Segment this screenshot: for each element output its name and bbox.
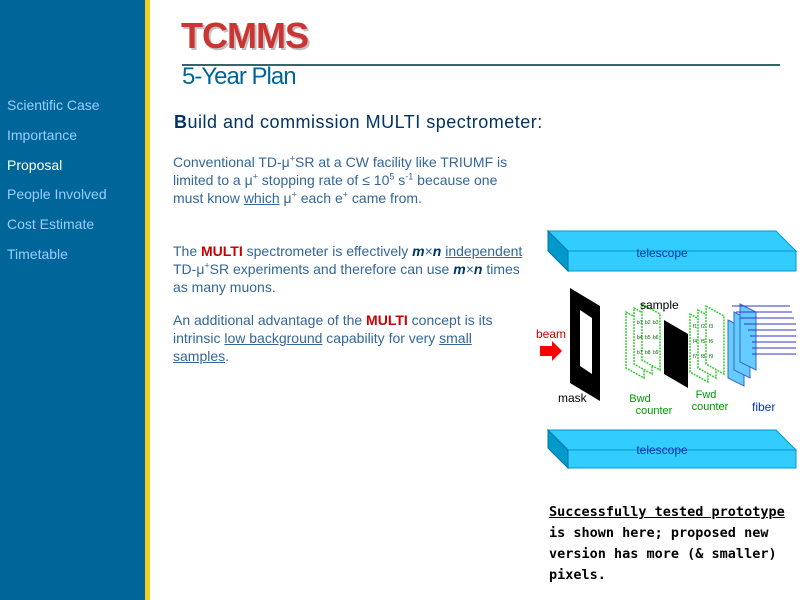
nav-item-cost-estimate[interactable]: Cost Estimate xyxy=(7,216,95,232)
caption-text: is shown here; proposed new version has … xyxy=(549,525,777,583)
bwd-cell-label: b7 xyxy=(637,350,643,356)
mask xyxy=(570,288,600,401)
para1-sup6: + xyxy=(342,189,349,200)
para3-t3: capability for very xyxy=(322,330,440,346)
bwd-cell-label: b3 xyxy=(653,320,659,326)
title-rule xyxy=(182,64,780,66)
paragraph-advantage: An additional advantage of the MULTI con… xyxy=(173,311,523,365)
fwd-cell-label: f9 xyxy=(709,354,713,360)
para2-n2: n xyxy=(473,261,483,277)
beam-arrow xyxy=(540,341,562,361)
fwd-counter-label: counter xyxy=(692,401,729,413)
fwd-cell-label: f6 xyxy=(709,339,713,345)
bwd-cell-label: b8 xyxy=(645,350,651,356)
para1-t3: stopping rate of ≤ 10 xyxy=(257,172,390,188)
bwd-cell-label: b1 xyxy=(637,320,643,326)
sample-label: sample xyxy=(640,298,679,312)
para1-t7: each e xyxy=(296,190,343,206)
fwd-cell-label: f3 xyxy=(709,324,713,330)
fiber-panel xyxy=(727,303,757,387)
bwd-label: Bwd xyxy=(629,393,650,405)
fwd-cell-label: f8 xyxy=(701,354,705,360)
bwd-cell-label: b2 xyxy=(645,320,651,326)
para2-m2: m xyxy=(453,261,466,277)
bwd-cell-label: b5 xyxy=(645,335,651,341)
nav-item-timetable[interactable]: Timetable xyxy=(7,246,68,262)
para3-t4: . xyxy=(225,348,230,364)
para2-m1: m xyxy=(412,243,425,259)
bwd-counter-label: counter xyxy=(636,405,673,417)
para1-t6: μ xyxy=(279,190,292,206)
para2-x2: × xyxy=(465,261,474,277)
nav-item-proposal[interactable]: Proposal xyxy=(7,157,63,173)
telescope-top-label: telescope xyxy=(636,246,688,260)
para1-t2: SR at a CW facility like TRIUMF is limit… xyxy=(173,154,508,188)
para3-small-samples: small samples xyxy=(173,330,472,364)
telescope-top: telescope xyxy=(546,229,798,273)
para2-x1: × xyxy=(424,243,433,259)
fibers xyxy=(732,305,796,355)
para1-t5: because one must know xyxy=(173,172,498,206)
bwd-cell-label: b6 xyxy=(653,335,659,341)
nav-item-people-involved[interactable]: People Involved xyxy=(7,186,107,202)
heading-rest: uild and commission MULTI spectrometer: xyxy=(187,112,543,132)
para2-t1: The xyxy=(173,243,202,259)
telescope-bottom-label: telescope xyxy=(636,443,688,457)
para2-t5: times as many muons. xyxy=(173,261,520,295)
fwd-label: Fwd xyxy=(696,389,717,401)
beam-label: beam xyxy=(536,327,566,341)
bwd-cell-label: b9 xyxy=(653,350,659,356)
nav-item-scientific-case[interactable]: Scientific Case xyxy=(7,97,100,113)
heading-first-letter: B xyxy=(174,112,188,132)
logo: TCMMS xyxy=(181,15,309,56)
para3-t2: concept is its intrinsic xyxy=(173,312,493,346)
para2-multi: MULTI xyxy=(201,243,243,259)
fwd-cell-label: f4 xyxy=(693,339,697,345)
fwd-cell-label: f5 xyxy=(701,339,705,345)
para1-t1: Conventional TD-μ xyxy=(173,154,290,170)
para1-which: which xyxy=(243,190,280,206)
telescope-bottom: telescope xyxy=(546,428,798,470)
para2-n1: n xyxy=(432,243,442,259)
paragraph-multi: The MULTI spectrometer is effectively m×… xyxy=(173,242,523,296)
paragraph-conventional: Conventional TD-μ+SR at a CW facility li… xyxy=(173,153,523,207)
bwd-counter xyxy=(625,302,661,380)
para1-sup2: + xyxy=(252,171,258,182)
mask-label: mask xyxy=(558,391,588,405)
spectrometer-diagram: telescope beam mask b1 b2 b3 b4 b5 b6 b7… xyxy=(536,229,798,470)
fwd-cell-label: f7 xyxy=(693,354,697,360)
nav-item-importance[interactable]: Importance xyxy=(7,127,78,143)
diagram-caption: Successfully tested prototype is shown h… xyxy=(549,502,799,586)
para2-independent: independent xyxy=(445,243,523,259)
para3-t1: An additional advantage of the xyxy=(173,312,367,328)
para1-sup4: -1 xyxy=(405,171,414,182)
para2-t2: spectrometer is effectively xyxy=(242,243,413,259)
para1-t4: s xyxy=(394,172,406,188)
page-subtitle: 5-Year Plan xyxy=(182,63,297,90)
fwd-cell-label: f1 xyxy=(693,324,697,330)
para3-multi: MULTI xyxy=(366,312,408,328)
para1-t8: came from. xyxy=(348,190,422,206)
section-heading: Build and commission MULTI spectrometer: xyxy=(174,112,543,133)
sidebar xyxy=(0,0,145,600)
para2-t4: SR experiments and therefore can use xyxy=(209,261,454,277)
para1-sup3: 5 xyxy=(389,171,395,182)
fiber-label: fiber xyxy=(752,400,775,414)
para2-sup1: + xyxy=(204,260,210,271)
para1-sup1: + xyxy=(289,153,296,164)
bwd-cell-label: b4 xyxy=(637,335,643,341)
fwd-cell-label: f2 xyxy=(701,324,705,330)
para2-t3: TD-μ xyxy=(173,261,205,277)
para1-sup5: + xyxy=(291,189,297,200)
sample xyxy=(664,320,688,388)
caption-prototype: Successfully tested prototype xyxy=(549,504,785,520)
fwd-counter xyxy=(689,304,725,384)
sidebar-stripe xyxy=(145,0,150,600)
para3-low-background: low background xyxy=(224,330,323,346)
